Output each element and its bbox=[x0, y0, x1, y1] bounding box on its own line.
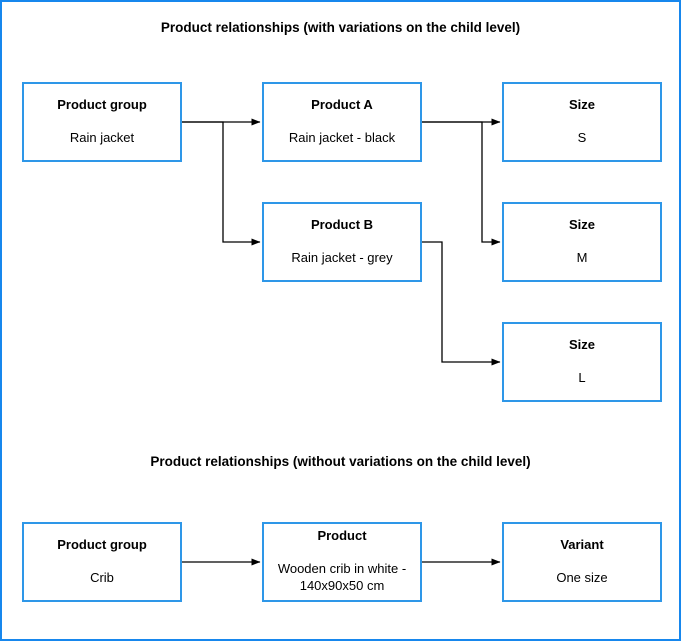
edge-product-a-to-size-m bbox=[422, 121, 501, 246]
node-title: Product A bbox=[311, 96, 373, 112]
edge-product-b-to-size-l bbox=[422, 241, 501, 366]
node-value: Wooden crib in white - 140x90x50 cm bbox=[277, 561, 407, 593]
node-size-s: Size S bbox=[502, 82, 662, 162]
node-title: Size bbox=[568, 336, 595, 352]
node-value: S bbox=[577, 129, 587, 145]
node-product-b: Product B Rain jacket - grey bbox=[262, 202, 422, 282]
node-value: Crib bbox=[90, 569, 114, 585]
node-value: One size bbox=[556, 569, 608, 585]
node-value: Rain jacket - black bbox=[288, 129, 396, 145]
node-product-group-rain-jacket: Product group Rain jacket bbox=[22, 82, 182, 162]
diagram-title-1: Product relationships (with variations o… bbox=[160, 20, 521, 35]
node-value: Rain jacket bbox=[69, 129, 135, 145]
node-title: Product B bbox=[310, 216, 374, 232]
node-size-l: Size L bbox=[502, 322, 662, 402]
node-title: Size bbox=[568, 96, 595, 112]
node-title: Product group bbox=[57, 536, 147, 552]
node-product-wooden-crib: Product Wooden crib in white - 140x90x50… bbox=[262, 522, 422, 602]
diagram-title-2: Product relationships (without variation… bbox=[150, 454, 531, 469]
node-variant-one-size: Variant One size bbox=[502, 522, 662, 602]
node-value: M bbox=[576, 249, 588, 265]
node-title: Product group bbox=[57, 96, 147, 112]
node-value: L bbox=[578, 369, 586, 385]
edge-product-group-to-product-b bbox=[182, 121, 261, 246]
node-title: Product bbox=[317, 528, 367, 544]
node-product-a: Product A Rain jacket - black bbox=[262, 82, 422, 162]
node-title: Size bbox=[568, 216, 595, 232]
node-product-group-crib: Product group Crib bbox=[22, 522, 182, 602]
node-title: Variant bbox=[560, 536, 604, 552]
node-value: Rain jacket - grey bbox=[291, 249, 393, 265]
node-size-m: Size M bbox=[502, 202, 662, 282]
